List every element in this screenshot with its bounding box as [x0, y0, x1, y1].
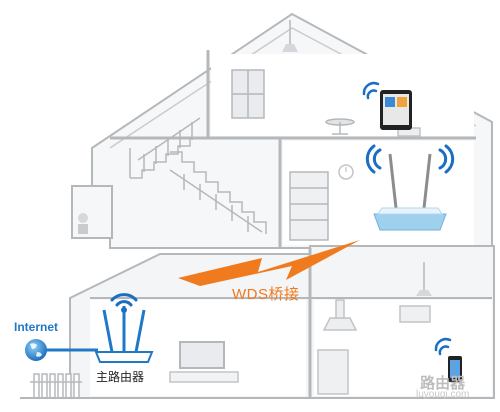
- kitchen-lamp: [416, 262, 432, 296]
- wifi-signal-icon: [434, 337, 452, 356]
- watermark-title: 路由器: [420, 375, 466, 392]
- ceiling-lamp: [282, 20, 298, 52]
- internet-label: Internet: [14, 320, 59, 334]
- wifi-signal-icon: [362, 81, 380, 100]
- main-router-label: 主路由器: [96, 370, 145, 384]
- phone-icon: [448, 356, 462, 382]
- wifi-signal-icon: [110, 293, 138, 313]
- wds-bridge-label: WDS桥接: [232, 286, 300, 303]
- tablet-icon: [380, 90, 412, 130]
- wifi-signal-icon: [365, 144, 455, 174]
- plant: [78, 213, 88, 234]
- lightning-bolt-icon: [178, 240, 360, 286]
- globe-icon: [25, 339, 47, 361]
- wall-clock: [338, 164, 354, 180]
- watermark: 路由器 luyouqi.com: [416, 375, 470, 400]
- bookshelf: [289, 171, 329, 241]
- staircase: [129, 117, 267, 234]
- tv-icon: [169, 341, 239, 383]
- attic-table: [325, 118, 355, 135]
- main-router-icon: [94, 306, 154, 363]
- router-icon: [373, 153, 447, 231]
- fence: [30, 373, 82, 399]
- watermark-url: luyouqi.com: [416, 389, 470, 400]
- range-hood: [322, 299, 358, 331]
- cabinet: [317, 305, 431, 395]
- attic-window: [231, 69, 265, 119]
